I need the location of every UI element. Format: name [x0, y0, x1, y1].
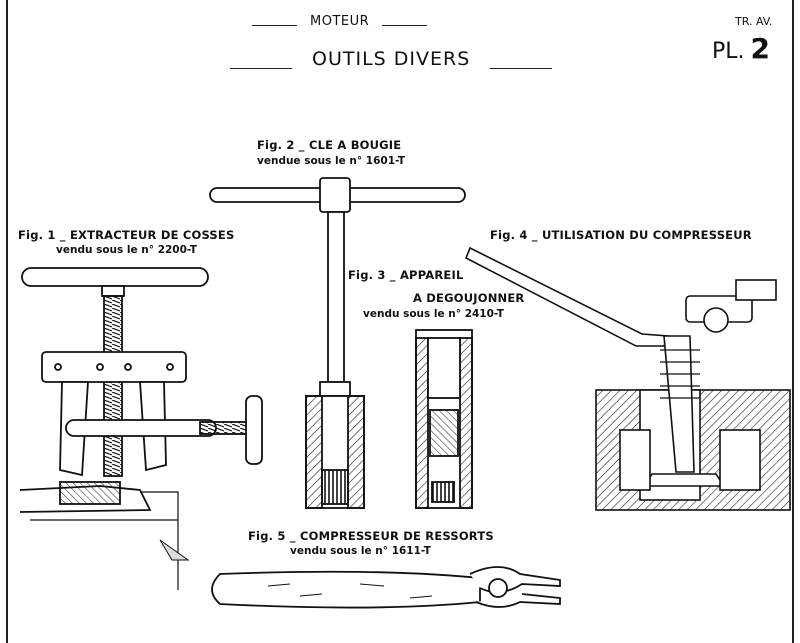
fig1-subcaption: vendu sous le n° 2200-T: [56, 244, 197, 256]
plate-label: PL.2: [712, 32, 770, 65]
section-heading: MOTEUR: [251, 14, 428, 29]
page-frame: [6, 0, 794, 643]
page-title: OUTILS DIVERS: [229, 48, 553, 70]
fig3-subcaption: vendu sous le n° 2410-T: [363, 308, 504, 320]
fig3-caption: Fig. 3 _ APPAREIL: [348, 268, 464, 282]
fig2-spark-plug-wrench-drawing: [209, 177, 466, 509]
fig5-spring-compressor-drawing: [211, 566, 561, 609]
fig1-caption: Fig. 1 _ EXTRACTEUR DE COSSES: [18, 228, 235, 242]
fig2-caption: Fig. 2 _ CLE A BOUGIE: [257, 138, 402, 152]
fig5-caption: Fig. 5 _ COMPRESSEUR DE RESSORTS: [248, 529, 494, 543]
fig3-caption-line2: A DEGOUJONNER: [413, 291, 525, 305]
fig3-stud-extractor-drawing: [415, 329, 473, 509]
side-label: TR. AV.: [735, 15, 773, 28]
plate-number: 2: [750, 32, 771, 65]
fig1-cable-terminal-puller-drawing: [19, 267, 263, 590]
plate-prefix: PL.: [712, 39, 745, 64]
fig2-subcaption: vendue sous le n° 1601-T: [257, 155, 406, 167]
fig4-compressor-usage-drawing: [464, 246, 791, 511]
fig4-caption: Fig. 4 _ UTILISATION DU COMPRESSEUR: [490, 228, 752, 242]
fig5-subcaption: vendu sous le n° 1611-T: [290, 545, 431, 557]
